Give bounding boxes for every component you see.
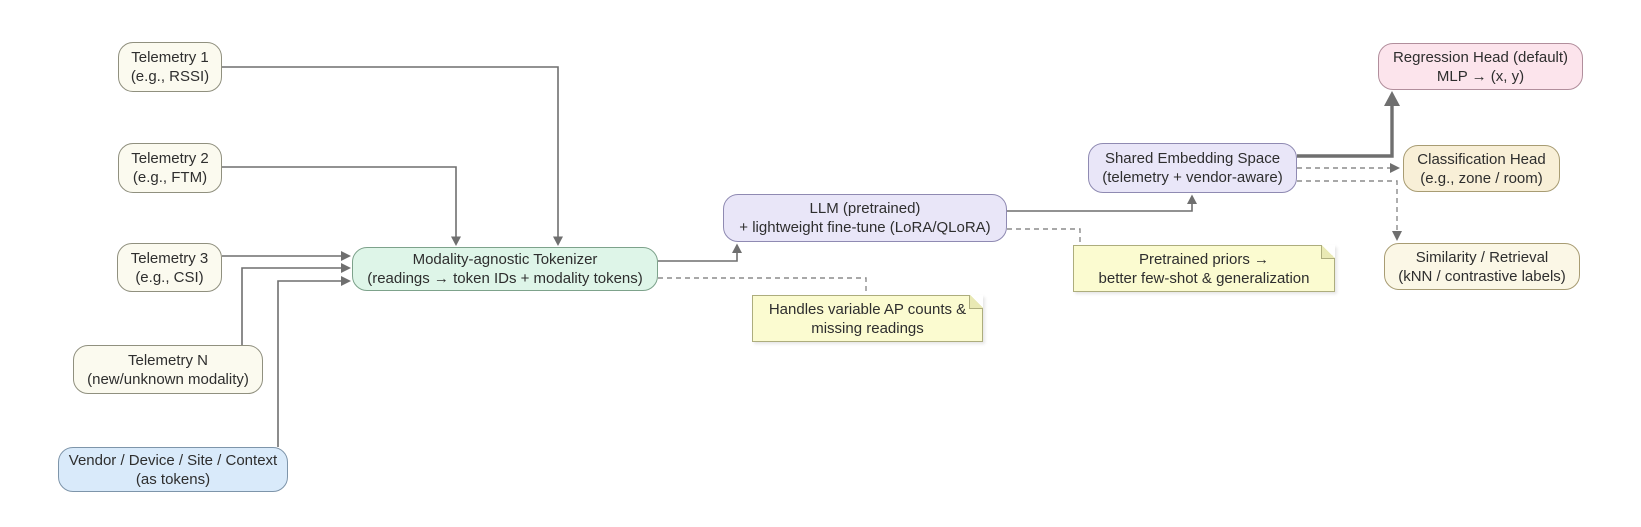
node-telemetry-3-line1: Telemetry 3: [130, 249, 209, 267]
node-similarity-retrieval-line1: Similarity / Retrieval: [1415, 248, 1549, 266]
node-vendor-context: Vendor / Device / Site / Context (as tok…: [58, 447, 288, 492]
node-tokenizer-line2: (readings → token IDs + modality tokens): [367, 270, 643, 287]
note-pretrained-priors: Pretrained priors → better few-shot & ge…: [1073, 245, 1335, 292]
node-telemetry-2-line2: (e.g., FTM): [132, 169, 208, 186]
node-telemetry-2: Telemetry 2 (e.g., FTM): [118, 143, 222, 193]
node-regression-head: Regression Head (default) MLP → (x, y): [1378, 43, 1583, 90]
node-similarity-retrieval-line2: (kNN / contrastive labels): [1398, 267, 1566, 285]
node-classification-head: Classification Head (e.g., zone / room): [1403, 145, 1560, 192]
note-fold-corner: [969, 295, 983, 309]
edge-embedding-similarity: [1297, 180, 1402, 241]
edge-vendor-tokenizer: [277, 276, 351, 447]
edge-llm-embedding: [1007, 194, 1197, 212]
node-telemetry-1-line1: Telemetry 1: [131, 49, 209, 66]
note-variable-ap: Handles variable AP counts & missing rea…: [752, 295, 983, 342]
node-telemetry-n: Telemetry N (new/unknown modality): [73, 345, 263, 394]
node-telemetry-n-line2: (new/unknown modality): [87, 370, 249, 388]
node-similarity-retrieval: Similarity / Retrieval (kNN / contrastiv…: [1384, 243, 1580, 290]
note-fold-corner: [1321, 245, 1335, 259]
edge-tokenizer-llm: [658, 243, 742, 262]
edge-tokenizer-note-variable-ap: [658, 277, 867, 295]
edge-llm-note-pretrained-priors: [1007, 228, 1081, 245]
node-classification-head-line2: (e.g., zone / room): [1420, 169, 1543, 187]
node-telemetry-3: Telemetry 3 (e.g., CSI): [117, 243, 222, 292]
node-vendor-context-line1: Vendor / Device / Site / Context: [68, 451, 278, 469]
node-telemetry-2-line1: Telemetry 2: [131, 150, 209, 167]
node-llm-line1: LLM (pretrained): [809, 200, 921, 217]
node-regression-head-line2: MLP → (x, y): [1436, 67, 1525, 85]
node-shared-embedding-space-line2: (telemetry + vendor-aware): [1102, 169, 1283, 186]
node-telemetry-n-line1: Telemetry N: [127, 351, 209, 369]
node-tokenizer-line1: Modality-agnostic Tokenizer: [412, 251, 598, 268]
node-llm: LLM (pretrained) + lightweight fine-tune…: [723, 194, 1007, 242]
edge-embedding-classification: [1297, 163, 1400, 173]
edge-embedding-regression: [1297, 91, 1400, 158]
node-shared-embedding-space: Shared Embedding Space (telemetry + vend…: [1088, 143, 1297, 193]
note-pretrained-priors-line1: Pretrained priors →: [1138, 250, 1270, 268]
edge-telemetry2-tokenizer: [222, 166, 461, 246]
note-variable-ap-line2: missing readings: [811, 319, 924, 337]
note-pretrained-priors-line2: better few-shot & generalization: [1098, 269, 1310, 287]
node-telemetry-3-line2: (e.g., CSI): [135, 268, 204, 286]
node-vendor-context-line2: (as tokens): [135, 470, 211, 488]
note-variable-ap-line1: Handles variable AP counts &: [768, 300, 967, 318]
edge-telemetryN-tokenizer: [241, 263, 351, 345]
edge-telemetry1-tokenizer: [222, 66, 563, 246]
node-llm-line2: + lightweight fine-tune (LoRA/QLoRA): [739, 219, 991, 236]
node-telemetry-1: Telemetry 1 (e.g., RSSI): [118, 42, 222, 92]
node-telemetry-1-line2: (e.g., RSSI): [130, 68, 210, 85]
node-regression-head-line1: Regression Head (default): [1392, 48, 1569, 66]
node-classification-head-line1: Classification Head: [1417, 150, 1546, 168]
edge-telemetry3-tokenizer: [222, 251, 351, 261]
node-tokenizer: Modality-agnostic Tokenizer (readings → …: [352, 247, 658, 291]
node-shared-embedding-space-line1: Shared Embedding Space: [1104, 150, 1281, 167]
